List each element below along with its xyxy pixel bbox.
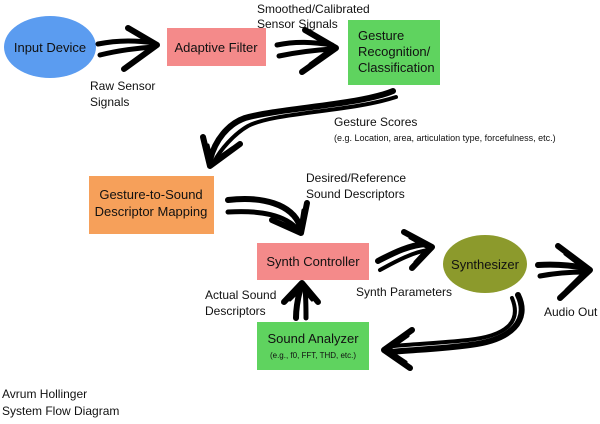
actual-label-1: Actual Sound [205, 288, 276, 302]
footer-author: Avrum Hollinger [2, 387, 87, 401]
arrow-mapping-to-controller [225, 196, 310, 236]
gesture-scores-label: Gesture Scores [334, 115, 417, 129]
arrow-analyzer-to-controller [281, 280, 321, 321]
gesture-recognition-label-3: Classification [358, 60, 435, 75]
input-device-label: Input Device [14, 40, 86, 55]
smoothed-label-1: Smoothed/Calibrated [257, 2, 370, 16]
gesture-recognition-node [348, 20, 440, 85]
gesture-recognition-label-2: Recognition/ [358, 44, 431, 59]
actual-label-2: Descriptors [205, 304, 266, 318]
raw-sensor-label-1: Raw Sensor [90, 79, 155, 93]
audio-out-label: Audio Out [544, 305, 598, 319]
synth-controller-node [257, 243, 369, 280]
input-device-node [4, 16, 96, 78]
synth-controller-label: Synth Controller [266, 254, 360, 269]
sound-analyzer-detail: (e.g., f0, FFT, THD, etc.) [270, 351, 356, 360]
raw-sensor-label-2: Signals [90, 95, 129, 109]
desired-label-2: Sound Descriptors [306, 187, 405, 201]
arrow-input-to-filter [95, 25, 160, 72]
arrow-filter-to-recognition [274, 27, 339, 75]
mapping-label-2: Descriptor Mapping [95, 204, 208, 219]
arrow-recognition-to-mapping [200, 88, 398, 169]
footer-title: System Flow Diagram [2, 404, 119, 418]
synth-parameters-label: Synth Parameters [356, 285, 452, 299]
gesture-scores-detail: (e.g. Location, area, articulation type,… [334, 133, 556, 143]
desired-label-1: Desired/Reference [306, 171, 406, 185]
synthesizer-label: Synthesizer [451, 257, 520, 272]
synthesizer-node [443, 235, 527, 293]
mapping-node [89, 176, 214, 234]
sound-analyzer-label: Sound Analyzer [267, 331, 359, 346]
adaptive-filter-node [167, 28, 266, 66]
sound-analyzer-node [257, 322, 369, 370]
smoothed-label-2: Sensor Signals [257, 17, 338, 31]
mapping-label-1: Gesture-to-Sound [99, 187, 202, 202]
arrow-synthesizer-to-audio-out [535, 243, 593, 301]
adaptive-filter-label: Adaptive Filter [174, 40, 258, 55]
gesture-recognition-label-1: Gesture [358, 28, 404, 43]
arrow-synthesizer-to-analyzer [381, 292, 525, 371]
arrow-controller-to-synthesizer [375, 229, 435, 272]
